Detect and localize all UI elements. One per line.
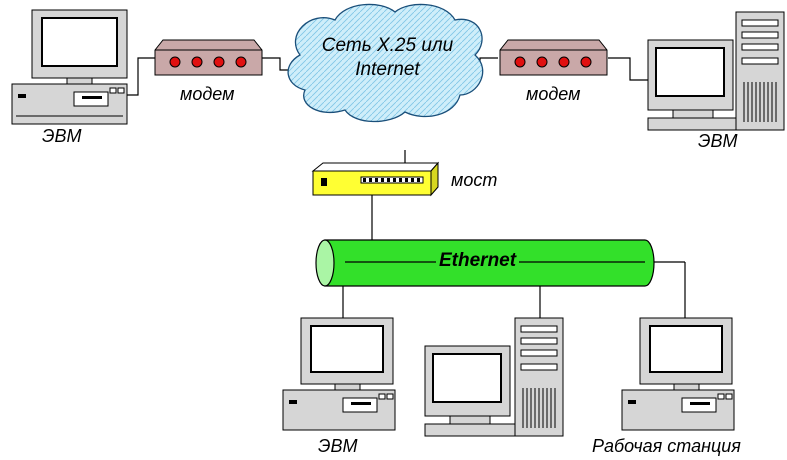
evm-top-right-label: ЭВМ	[698, 131, 738, 151]
modem-icon	[499, 39, 608, 76]
ethernet-label: Ethernet	[436, 250, 520, 272]
tower-computer-icon	[647, 11, 785, 131]
desktop-computer-icon	[11, 9, 128, 125]
tower-computer-icon	[424, 317, 564, 437]
cloud-label-line1: Сеть X.25 или	[321, 35, 454, 56]
modem-icon	[154, 39, 263, 76]
cloud-icon	[287, 3, 484, 123]
desktop-computer-icon	[282, 317, 396, 431]
workstation-label: Рабочая станция	[592, 436, 741, 456]
desktop-computer-icon	[621, 317, 735, 431]
evm-top-left-label: ЭВМ	[42, 126, 82, 146]
modem-right-label: модем	[526, 84, 581, 104]
evm-bottom-label: ЭВМ	[318, 436, 358, 456]
cloud-label-line2: Internet	[355, 59, 420, 80]
cloud-label: Сеть X.25 или Internet	[300, 34, 475, 82]
modem-left-label: модем	[180, 84, 235, 104]
bridge-label: мост	[451, 170, 498, 190]
bridge-icon	[311, 161, 440, 197]
